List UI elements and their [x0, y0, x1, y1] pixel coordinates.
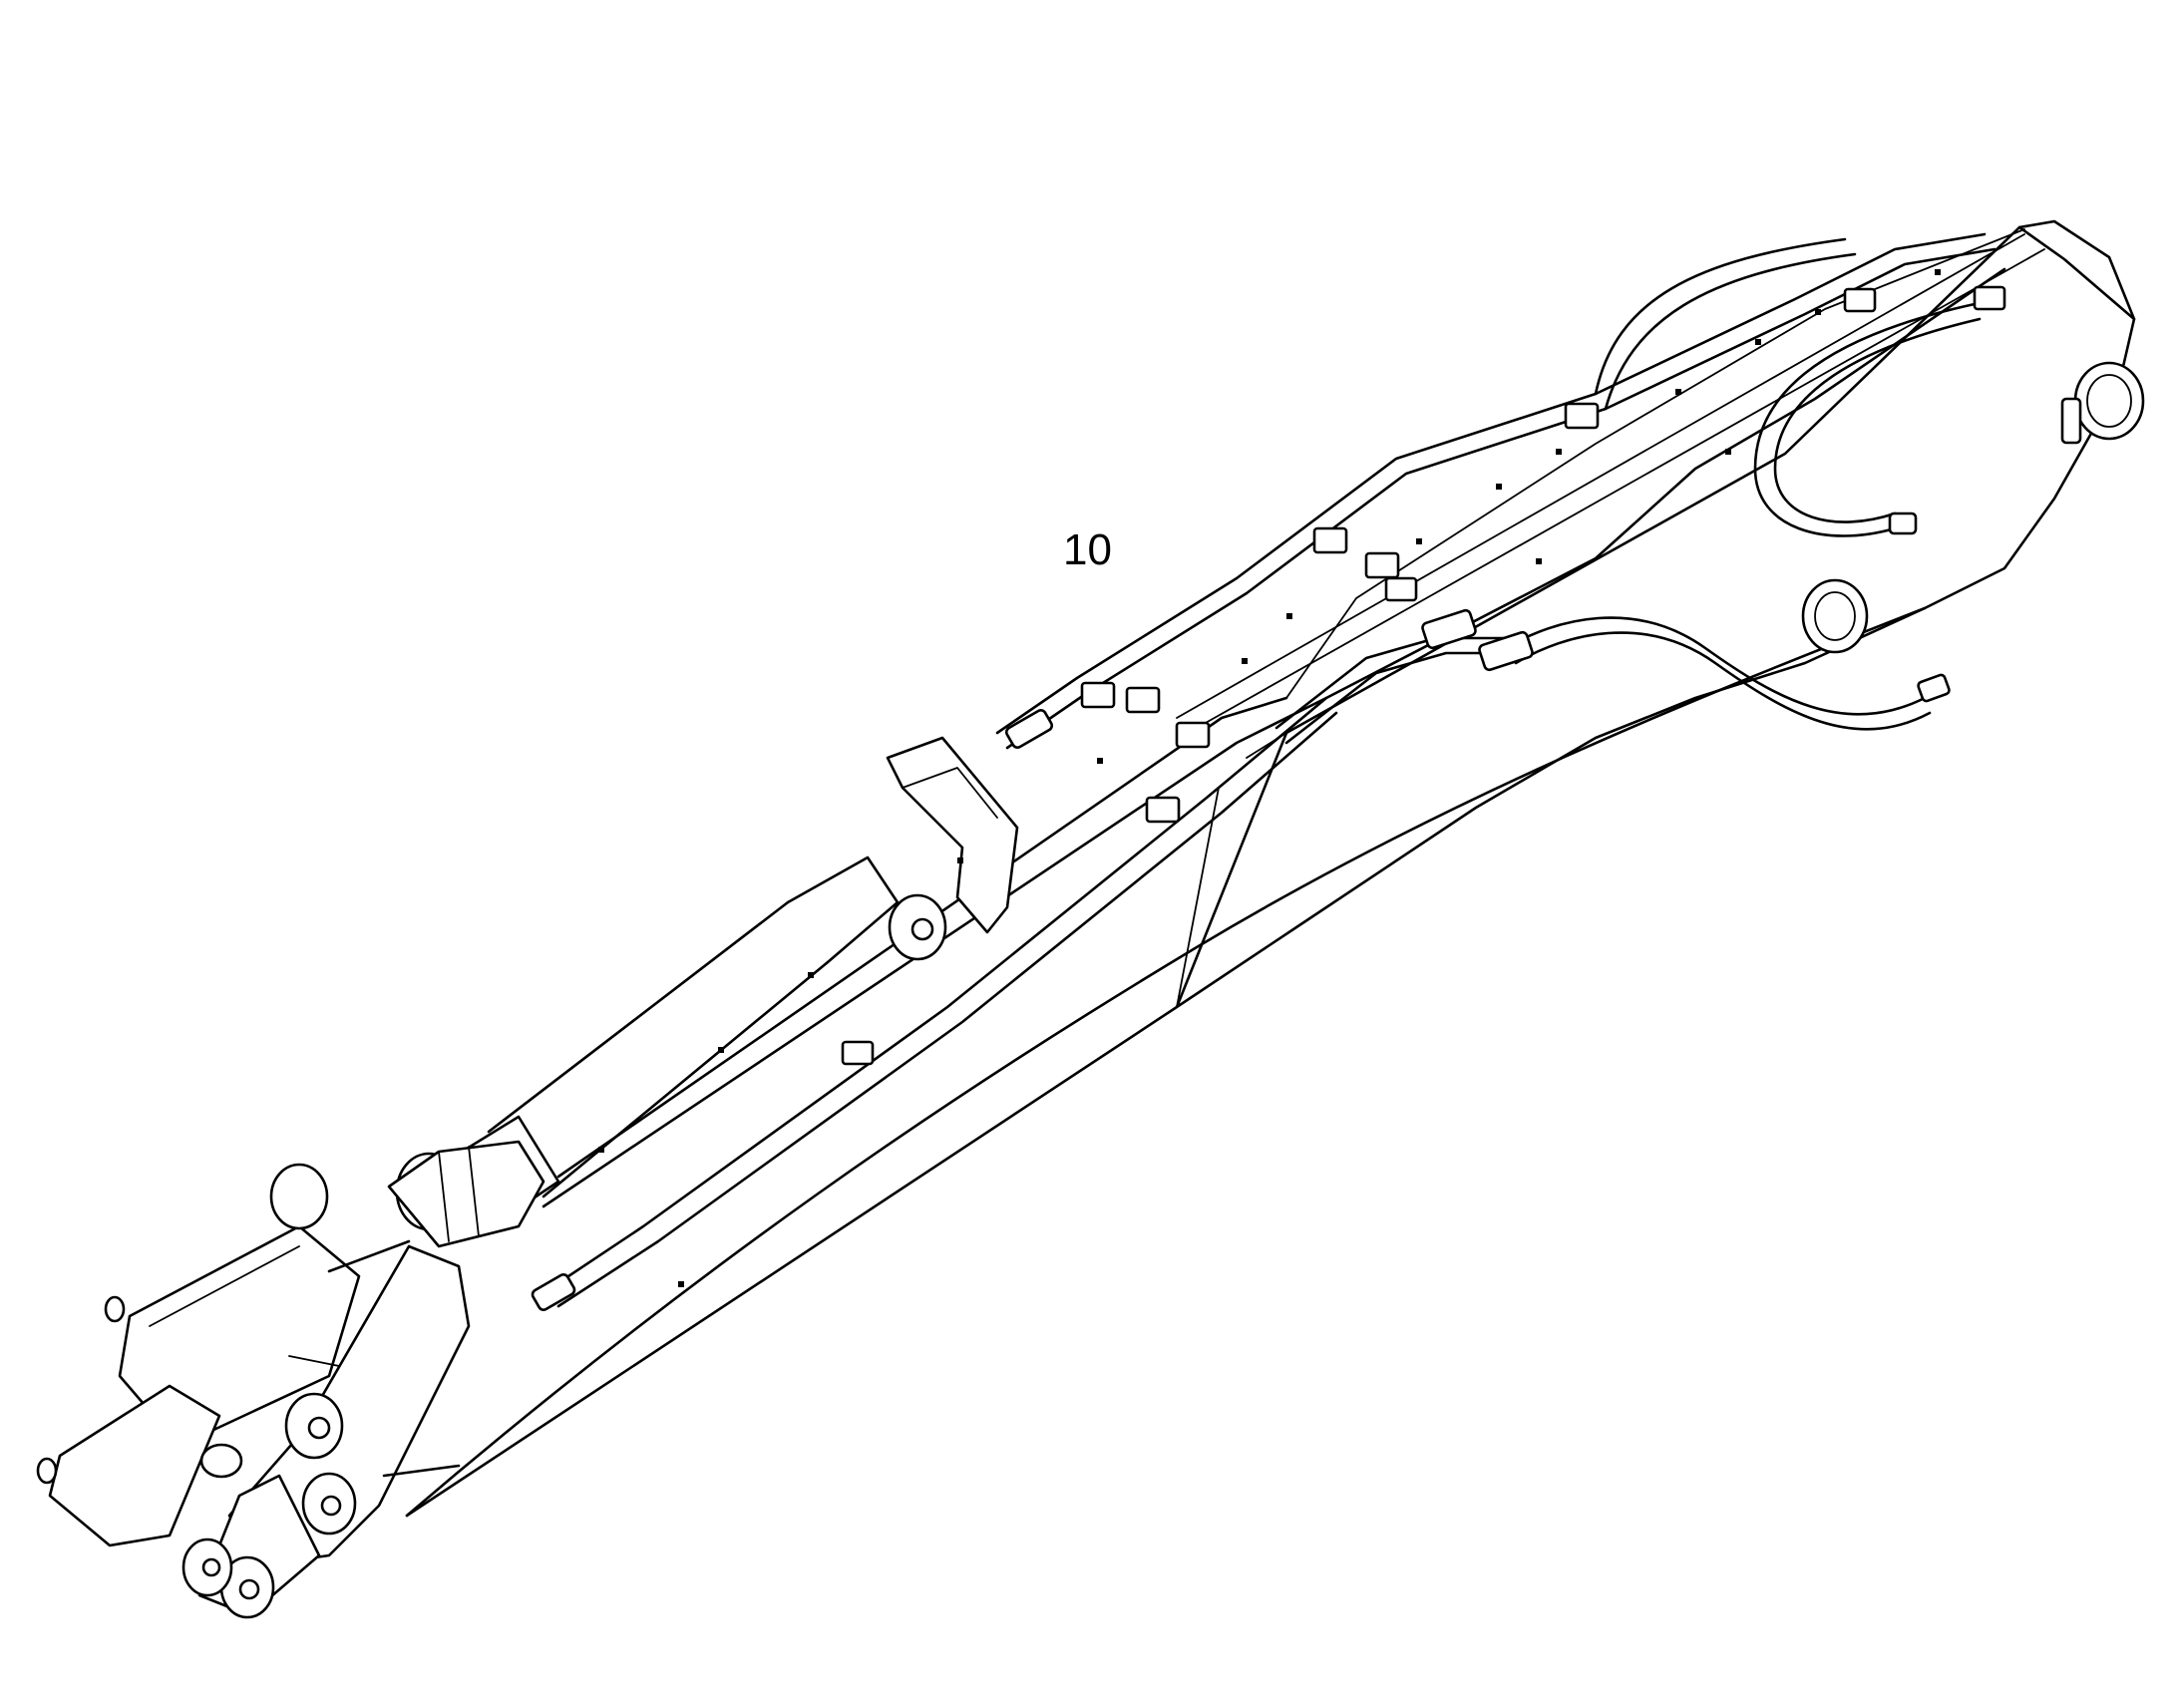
bucket-linkage — [36, 1224, 471, 1619]
cylinder-bracket — [886, 736, 1019, 934]
boom-body — [405, 219, 2136, 1518]
hose-boom-return — [1753, 302, 1982, 537]
hose-clamps — [841, 285, 2006, 1066]
hose-lower-rod — [537, 696, 1338, 1308]
stick-arm — [542, 228, 2025, 1208]
boom-pivot-lower — [1801, 578, 1869, 654]
hose-upper-long — [995, 232, 1997, 750]
deck-markings — [598, 269, 1941, 1287]
hose-boom-side — [1274, 616, 1951, 745]
boom-pivot-upper — [2060, 361, 2145, 445]
callout-label: 10 — [1063, 525, 1112, 574]
cylinder-head — [269, 1140, 545, 1248]
